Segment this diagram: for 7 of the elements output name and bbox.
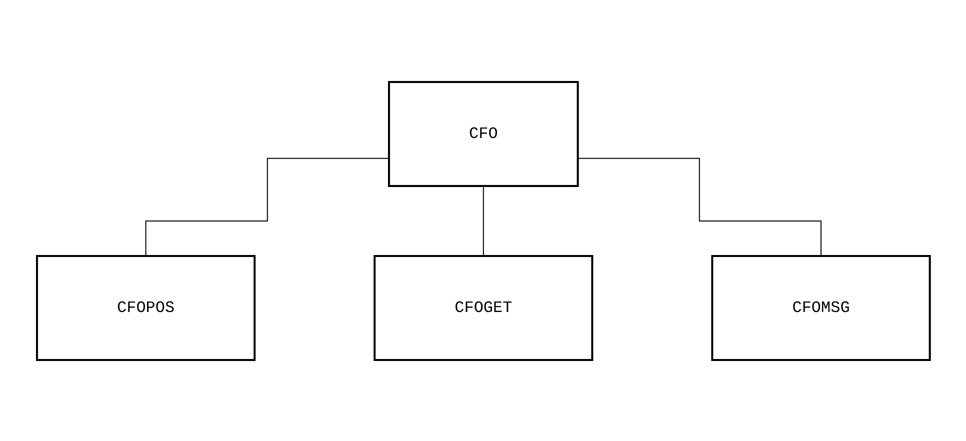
connector bbox=[482, 185, 484, 256]
connector bbox=[144, 157, 390, 256]
node-box: CFO bbox=[388, 80, 578, 186]
node-box: CFOGET bbox=[373, 254, 593, 360]
node-box: CFOMSG bbox=[710, 254, 930, 360]
connector bbox=[576, 157, 822, 256]
node-box: CFOPOS bbox=[36, 254, 256, 360]
